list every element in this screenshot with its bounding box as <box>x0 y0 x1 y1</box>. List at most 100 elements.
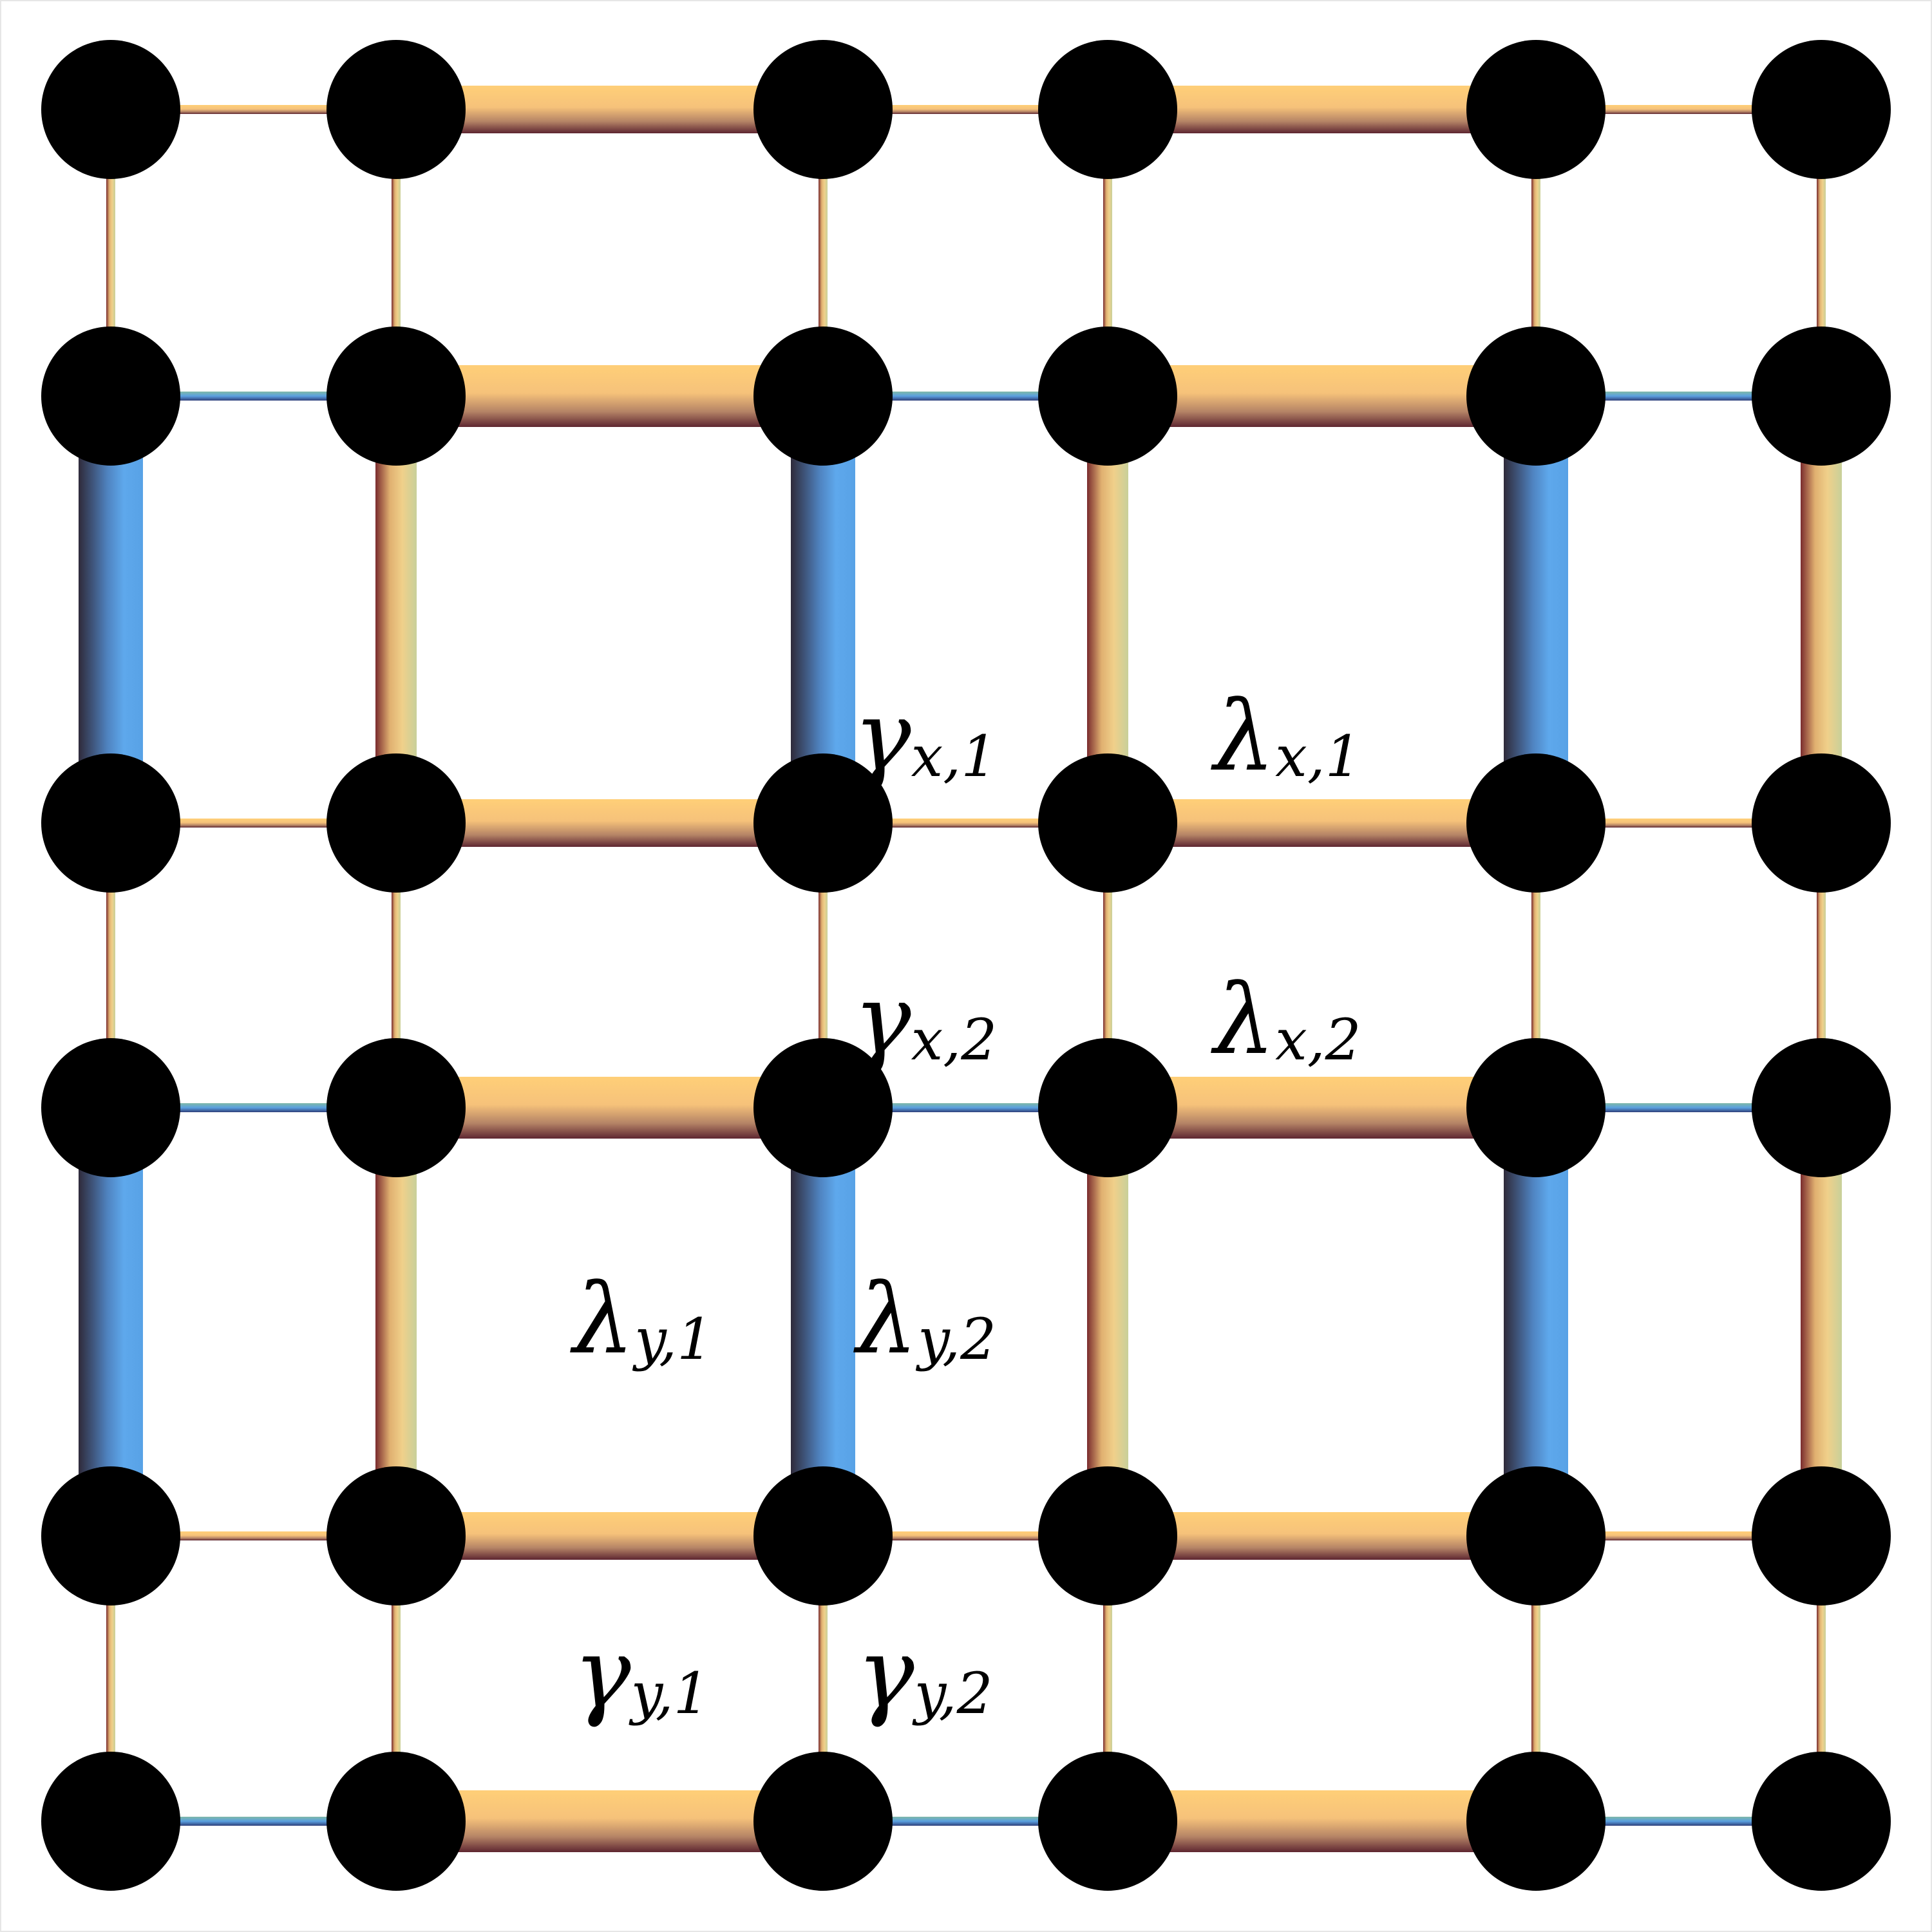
lattice-site <box>41 1038 180 1177</box>
bond-vertical-weak <box>106 823 115 1108</box>
bond-horizontal-strong <box>1108 86 1536 133</box>
lattice-site <box>1038 327 1177 466</box>
bond-horizontal-strong <box>1108 1790 1536 1852</box>
bond-vertical-weak <box>392 1536 401 1821</box>
lattice-site <box>1752 1466 1891 1605</box>
bond-horizontal-strong <box>396 1512 823 1560</box>
lattice-site <box>1038 753 1177 893</box>
label-gamma-x-2: γx,2 <box>853 964 997 1076</box>
bond-vertical-strong-blue <box>1504 396 1568 823</box>
bond-vertical-weak <box>106 1536 115 1821</box>
bond-horizontal-strong <box>1108 1077 1536 1139</box>
bond-vertical-weak <box>819 1536 828 1821</box>
bond-vertical-strong-warm <box>1801 396 1842 823</box>
lattice-site <box>1752 753 1891 893</box>
bond-horizontal-weak <box>111 819 396 828</box>
bond-vertical-strong-blue <box>791 396 855 823</box>
bond-vertical-strong-blue <box>79 396 143 823</box>
label-lambda-y-1: λy,1 <box>570 1264 713 1376</box>
bond-horizontal-weak <box>111 1103 396 1112</box>
label-gamma-y-1: γy,1 <box>573 1618 710 1730</box>
sites-layer <box>41 40 1891 1891</box>
lattice-site <box>327 327 466 466</box>
lattice-site <box>1466 1466 1605 1605</box>
lattice-site <box>41 1466 180 1605</box>
bond-horizontal-weak <box>111 105 396 114</box>
lattice-site <box>1466 1038 1605 1177</box>
bond-vertical-weak <box>1531 1536 1540 1821</box>
bond-horizontal-strong <box>1108 799 1536 847</box>
label-gamma-x-1: γx,1 <box>853 681 997 793</box>
lattice-site <box>327 753 466 893</box>
label-lambda-y-2: λy,2 <box>853 1264 996 1376</box>
lattice-site <box>327 1466 466 1605</box>
lattice-site <box>1466 40 1605 179</box>
bond-vertical-strong-warm <box>375 396 417 823</box>
bond-horizontal-weak <box>823 1817 1108 1826</box>
bond-vertical-weak <box>392 823 401 1108</box>
bond-horizontal-weak <box>823 1103 1108 1112</box>
bonds-layer <box>79 86 1842 1852</box>
lattice-site <box>1752 1752 1891 1891</box>
bond-horizontal-weak <box>823 392 1108 401</box>
bond-vertical-strong-warm <box>1801 1108 1842 1536</box>
lattice-site <box>327 1752 466 1891</box>
lattice-site <box>1038 1466 1177 1605</box>
labels-layer: γx,1 λx,1 γx,2 λx,2 λy,1 λy,2 γy,1 γy,2 <box>570 681 1361 1730</box>
lattice-site <box>1038 40 1177 179</box>
bond-vertical-weak <box>1103 823 1112 1108</box>
bond-horizontal-strong <box>396 1077 823 1139</box>
lattice-site <box>753 327 893 466</box>
bond-horizontal-strong <box>396 365 823 427</box>
lattice-site <box>1466 753 1605 893</box>
bond-horizontal-strong <box>1108 1512 1536 1560</box>
lattice-site <box>327 1038 466 1177</box>
bond-horizontal-weak <box>1536 819 1821 828</box>
lattice-site <box>41 753 180 893</box>
bond-horizontal-weak <box>1536 1817 1821 1826</box>
lattice-site <box>41 327 180 466</box>
lattice-site <box>1466 1752 1605 1891</box>
bond-horizontal-strong <box>396 799 823 847</box>
bond-horizontal-weak <box>1536 392 1821 401</box>
bond-horizontal-weak <box>823 819 1108 828</box>
bond-vertical-weak <box>1817 109 1826 396</box>
lattice-site <box>1752 327 1891 466</box>
bond-vertical-weak <box>1817 823 1826 1108</box>
bond-horizontal-weak <box>1536 1531 1821 1540</box>
bond-horizontal-strong <box>396 86 823 133</box>
bond-horizontal-weak <box>111 1531 396 1540</box>
label-lambda-x-1: λx,1 <box>1211 681 1361 793</box>
lattice-site <box>753 1466 893 1605</box>
lattice-site <box>1466 327 1605 466</box>
bond-vertical-weak <box>392 109 401 396</box>
bond-vertical-weak <box>819 823 828 1108</box>
bond-vertical-strong-blue <box>791 1108 855 1536</box>
bond-vertical-weak <box>1103 109 1112 396</box>
lattice-site <box>753 1752 893 1891</box>
bond-vertical-strong-blue <box>1504 1108 1568 1536</box>
bond-vertical-weak <box>106 109 115 396</box>
bond-horizontal-weak <box>823 105 1108 114</box>
bond-horizontal-weak <box>111 392 396 401</box>
bond-horizontal-strong <box>396 1790 823 1852</box>
bond-vertical-weak <box>1531 109 1540 396</box>
bond-horizontal-weak <box>111 1817 396 1826</box>
bond-vertical-strong-warm <box>1087 1108 1128 1536</box>
lattice-site <box>327 40 466 179</box>
lattice-site <box>753 1038 893 1177</box>
lattice-site <box>1038 1038 1177 1177</box>
lattice-site <box>1752 40 1891 179</box>
lattice-site <box>41 40 180 179</box>
lattice-site <box>753 753 893 893</box>
bond-horizontal-weak <box>1536 105 1821 114</box>
lattice-site <box>1752 1038 1891 1177</box>
bond-vertical-weak <box>1103 1536 1112 1821</box>
lattice-site <box>1038 1752 1177 1891</box>
lattice-site <box>41 1752 180 1891</box>
bond-vertical-weak <box>819 109 828 396</box>
lattice-site <box>753 40 893 179</box>
bond-vertical-weak <box>1531 823 1540 1108</box>
